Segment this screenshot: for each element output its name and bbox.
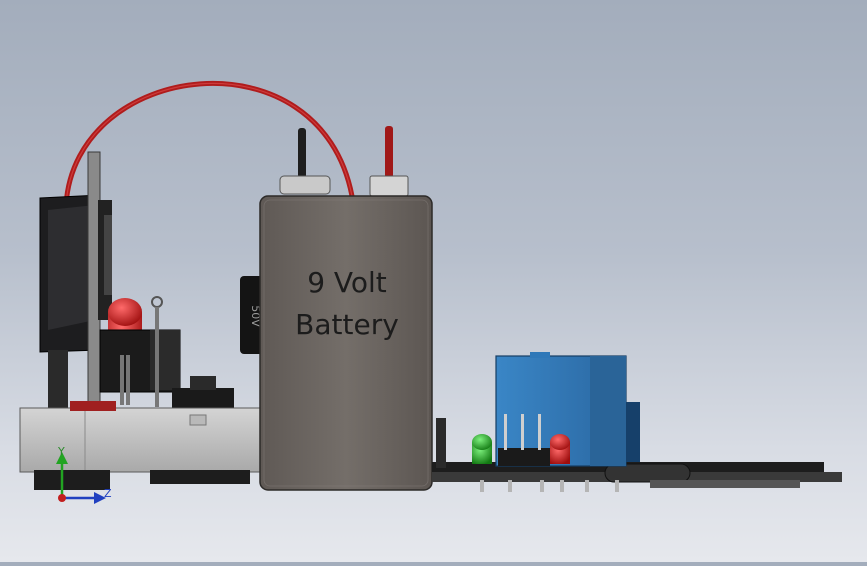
battery-snap-black	[279, 128, 331, 195]
nine-volt-battery: 9 Volt Battery	[259, 195, 433, 491]
battery-label-line1: 9 Volt	[307, 266, 387, 299]
capacitor-label: 50V	[249, 305, 262, 327]
coordinate-triad-icon: Y Z	[56, 445, 112, 504]
push-button	[172, 376, 234, 410]
header-pins	[498, 414, 550, 466]
led-green	[472, 434, 492, 464]
battery-snap-red	[369, 126, 409, 197]
triad-z-label: Z	[104, 487, 112, 500]
trimmer-pin	[151, 296, 163, 407]
battery-label-line2: Battery	[295, 308, 399, 341]
capacitor: 50V	[240, 276, 264, 354]
led-red-right	[550, 434, 570, 464]
vertical-pcb	[87, 151, 112, 411]
fan-assembly	[39, 194, 101, 410]
right-pcb	[432, 418, 842, 492]
triad-y-label: Y	[57, 445, 65, 458]
